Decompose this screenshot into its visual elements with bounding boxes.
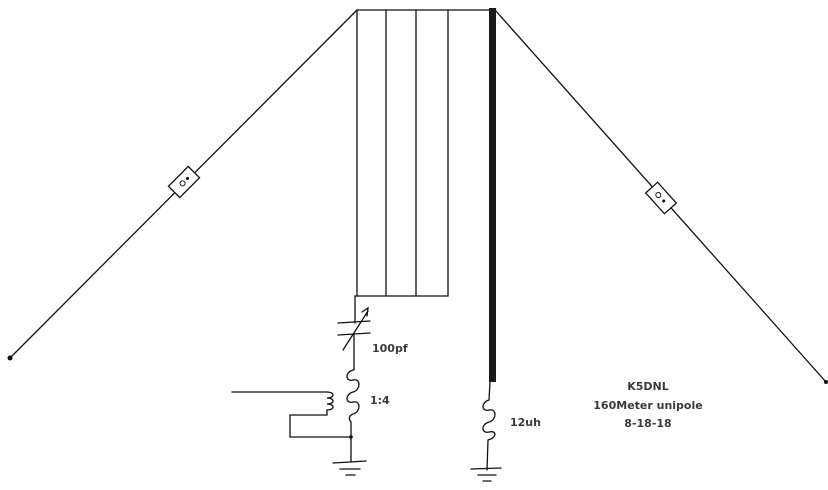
transformer-ratio-label: 1:4 (370, 394, 390, 407)
callsign-label: K5DNL (627, 380, 669, 393)
left-guy-insulator-icon (167, 165, 201, 199)
mast-coil-icon (482, 381, 496, 471)
diagram-date: 8-18-18 (624, 417, 671, 430)
tower-mast (489, 8, 496, 382)
ground-icon (470, 467, 502, 482)
transformer-coil-icon (231, 369, 360, 463)
right-guy-insulator-icon (644, 181, 678, 215)
unipole-skirt (354, 9, 496, 297)
capacitor-label: 100pf (372, 342, 408, 355)
diagram-title: 160Meter unipole (593, 399, 702, 412)
mast-coil-label: 12uh (510, 416, 541, 429)
ground-icon (332, 460, 367, 476)
variable-capacitor-icon (337, 295, 371, 371)
